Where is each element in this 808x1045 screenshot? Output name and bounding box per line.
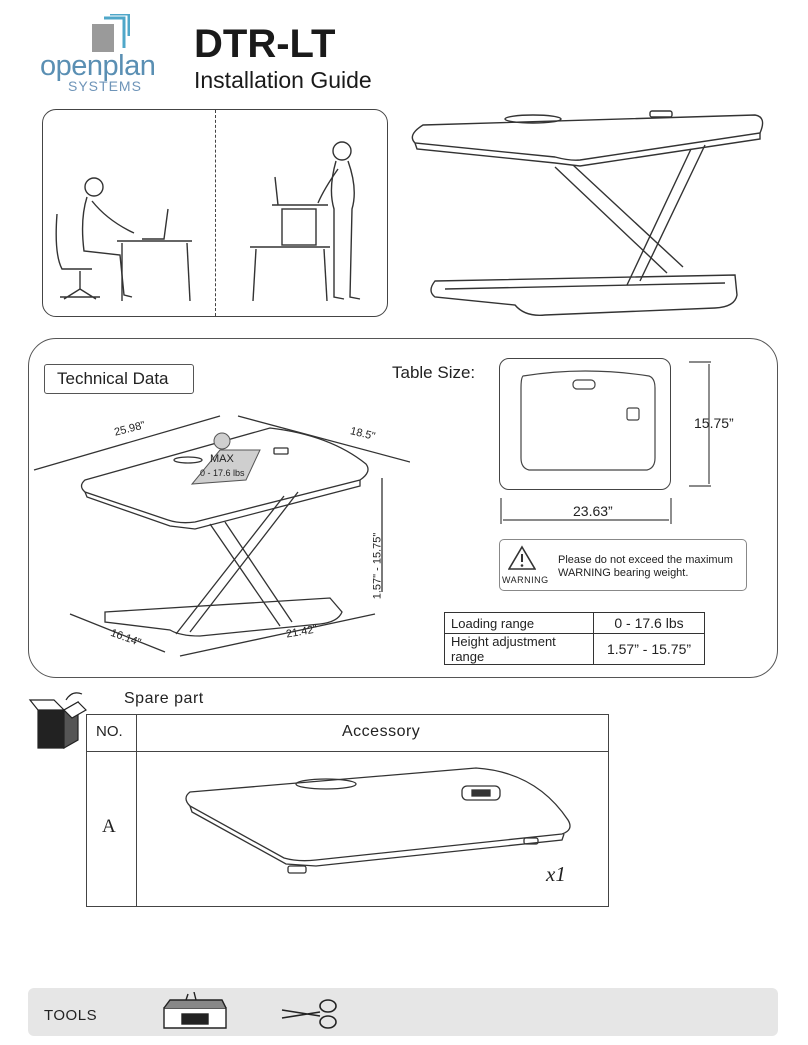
height-dim: 1.57" - 15.75" <box>371 532 384 600</box>
product-overview-illustration <box>411 110 764 316</box>
model-title: DTR-LT <box>194 22 336 66</box>
spec-value: 1.57” - 15.75” <box>593 633 705 665</box>
logo-mark-icon <box>92 14 130 52</box>
warning-triangle-icon <box>508 545 536 570</box>
warning-label: WARNING <box>502 575 549 585</box>
spec-value: 0 - 17.6 lbs <box>593 612 705 634</box>
dimension-drawing <box>33 415 410 657</box>
spare-part-table <box>86 714 609 907</box>
table-size-label: Table Size: <box>392 363 476 382</box>
part-quantity: x1 <box>546 862 566 886</box>
table-width-value: 23.63” <box>573 503 613 519</box>
table-row: Loading range 0 - 17.6 lbs <box>444 612 705 634</box>
warning-text: Please do not exceed the maximum WARNING… <box>558 554 733 579</box>
brand-sub: SYSTEMS <box>68 78 142 94</box>
table-top-view <box>500 361 711 524</box>
table-row-divider <box>86 751 609 752</box>
tools-bar <box>28 988 778 1036</box>
tools-label: TOOLS <box>44 1007 98 1024</box>
toolbox-icon <box>163 992 227 1029</box>
brand-name: openplan <box>40 50 156 82</box>
part-id: A <box>102 816 116 837</box>
technical-data-title: Technical Data <box>44 364 194 394</box>
guide-subtitle: Installation Guide <box>194 67 372 93</box>
table-column-divider <box>136 714 137 907</box>
box-icon <box>28 692 87 750</box>
max-label: MAX <box>210 453 234 465</box>
usage-scene-panel <box>42 109 388 317</box>
spec-label: Height adjustment range <box>444 633 594 665</box>
sitting-standing-illustration <box>55 141 361 302</box>
table-row: Height adjustment range 1.57” - 15.75” <box>444 633 705 665</box>
scissors-icon <box>281 999 337 1029</box>
column-header-no: NO. <box>96 723 123 740</box>
max-value: 0 - 17.6 lbs <box>200 468 245 478</box>
spec-table: Loading range 0 - 17.6 lbs Height adjust… <box>444 612 705 665</box>
warning-box <box>499 539 747 591</box>
table-depth-value: 15.75” <box>694 415 734 431</box>
technical-data-panel <box>28 338 778 678</box>
column-header-accessory: Accessory <box>342 723 421 740</box>
spare-part-title: Spare part <box>124 690 204 707</box>
desktop-board-illustration <box>185 767 571 874</box>
scene-divider <box>215 110 216 316</box>
spec-label: Loading range <box>444 612 594 634</box>
table-size-box <box>499 358 671 490</box>
